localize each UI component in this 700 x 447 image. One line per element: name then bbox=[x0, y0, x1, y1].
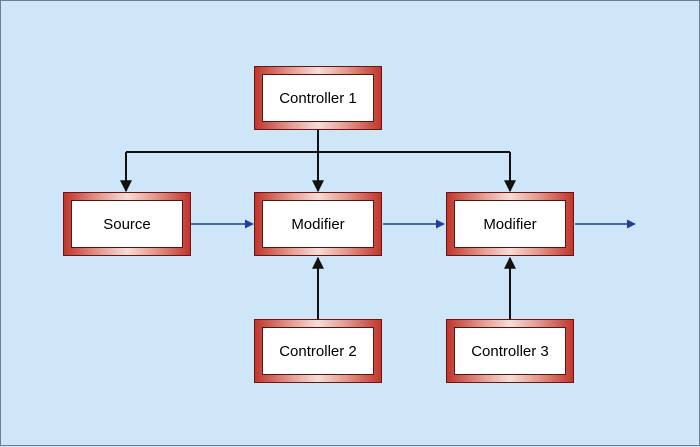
controller-2-label: Controller 2 bbox=[262, 327, 374, 375]
modifier-1-block: Modifier bbox=[254, 192, 382, 256]
controller-3-label: Controller 3 bbox=[454, 327, 566, 375]
controller-1-block: Controller 1 bbox=[254, 66, 382, 130]
modifier-2-label: Modifier bbox=[454, 200, 566, 248]
source-label: Source bbox=[71, 200, 183, 248]
controller-1-label: Controller 1 bbox=[262, 74, 374, 122]
source-block: Source bbox=[63, 192, 191, 256]
controller-3-block: Controller 3 bbox=[446, 319, 574, 383]
modifier-2-block: Modifier bbox=[446, 192, 574, 256]
modifier-1-label: Modifier bbox=[262, 200, 374, 248]
controller-2-block: Controller 2 bbox=[254, 319, 382, 383]
